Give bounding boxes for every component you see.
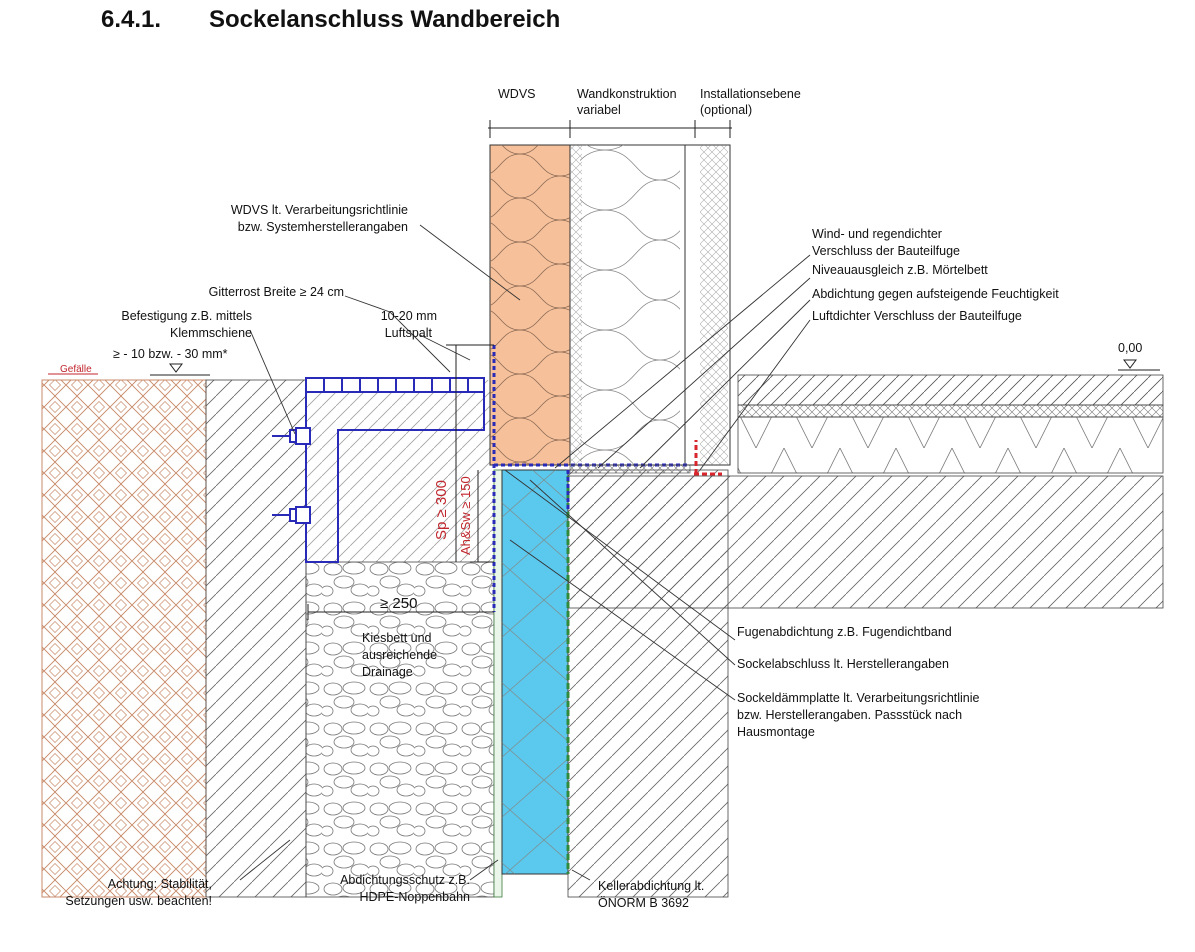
gravel-bed-area bbox=[305, 561, 495, 898]
label-wand-2: variabel bbox=[577, 103, 621, 117]
label-level-00: 0,00 bbox=[1118, 341, 1142, 355]
label-install-2: (optional) bbox=[700, 103, 752, 117]
red-seal bbox=[694, 440, 722, 476]
plinth-insulation-pattern bbox=[502, 470, 568, 874]
label-fugen: Fugenabdichtung z.B. Fugendichtband bbox=[737, 625, 952, 639]
label-wdvs: WDVS bbox=[498, 87, 536, 101]
label-achtung-2: Setzungen usw. beachten! bbox=[65, 894, 212, 908]
sp-dimension-line bbox=[446, 344, 494, 563]
dimension-ah: Ah&Sw ≥ 150 bbox=[458, 476, 473, 555]
label-hdpe-1: Abdichtungsschutz z.B. bbox=[340, 873, 470, 887]
label-befestigung-1: Befestigung z.B. mittels bbox=[121, 309, 252, 323]
label-sockelabschluss: Sockelabschluss lt. Herstellerangaben bbox=[737, 657, 949, 671]
wdvs-insulation-pattern bbox=[490, 145, 570, 465]
label-abdichtung: Abdichtung gegen aufsteigende Feuchtigke… bbox=[812, 287, 1059, 301]
label-gitterrost: Gitterrost Breite ≥ 24 cm bbox=[209, 285, 344, 299]
label-sockeldaemm-1: Sockeldämmplatte lt. Verarbeitungsrichtl… bbox=[737, 691, 980, 705]
section-heading: 6.4.1. Sockelanschluss Wandbereich bbox=[0, 0, 1195, 46]
natural-soil-area bbox=[41, 379, 207, 898]
section-title: Sockelanschluss Wandbereich bbox=[209, 6, 561, 33]
leader-lines bbox=[239, 224, 811, 881]
label-keller-2: ÖNORM B 3692 bbox=[598, 896, 689, 910]
label-kies-1: Kiesbett und bbox=[362, 631, 432, 645]
label-sockeldaemm-2: bzw. Herstellerangaben. Passstück nach bbox=[737, 708, 962, 722]
label-keller-1: Kellerabdichtung lt. bbox=[598, 879, 704, 893]
label-install-1: Installationsebene bbox=[700, 87, 801, 101]
label-befestigung-2: Klemmschiene bbox=[170, 326, 252, 340]
label-niveau: Niveauausgleich z.B. Mörtelbett bbox=[812, 263, 988, 277]
label-wdvs-note-1: WDVS lt. Verarbeitungsrichtlinie bbox=[231, 203, 408, 217]
level-marker-right bbox=[1118, 359, 1160, 371]
label-achtung-1: Achtung: Stabilität, bbox=[108, 877, 212, 891]
label-wdvs-note-2: bzw. Systemherstellerangaben bbox=[238, 220, 408, 234]
label-wind-1: Wind- und regendichter bbox=[812, 227, 942, 241]
clamping-bolt-bottom bbox=[272, 506, 311, 524]
kies-dimension-line bbox=[307, 604, 494, 620]
dimension-kies: ≥ 250 bbox=[380, 595, 417, 612]
wall-construction-pattern bbox=[580, 145, 680, 465]
backfill-area bbox=[205, 379, 307, 898]
level-marker-left bbox=[150, 363, 210, 376]
label-sockeldaemm-3: Hausmontage bbox=[737, 725, 815, 739]
top-dimension-chain bbox=[488, 120, 732, 138]
grating-bars bbox=[323, 378, 469, 392]
label-kies-3: Drainage bbox=[362, 665, 413, 679]
wall-inner-strip bbox=[570, 145, 582, 465]
label-kies-2: ausreichende bbox=[362, 648, 437, 662]
label-wand-1: Wandkonstruktion bbox=[577, 87, 677, 101]
label-hdpe-2: HDPE-Noppenbahn bbox=[360, 890, 471, 904]
grating-frame bbox=[305, 391, 485, 563]
floor-slab bbox=[567, 475, 1164, 609]
floor-footstep-insulation bbox=[737, 404, 1164, 418]
label-luftdicht: Luftdichter Verschluss der Bauteilfuge bbox=[812, 309, 1022, 323]
label-gefaelle-level: ≥ - 10 bzw. - 30 mm* bbox=[113, 347, 228, 361]
installation-layer-pattern bbox=[700, 145, 728, 465]
floor-screed bbox=[737, 374, 1164, 406]
label-luftspalt-1: 10-20 mm bbox=[381, 309, 437, 323]
label-gefaelle: Gefälle bbox=[60, 364, 92, 375]
dimension-sp: Sp ≥ 300 bbox=[433, 480, 450, 540]
section-number: 6.4.1. bbox=[101, 6, 162, 33]
label-wind-2: Verschluss der Bauteilfuge bbox=[812, 244, 960, 258]
mortar-bed bbox=[569, 464, 691, 474]
floor-insulation bbox=[737, 416, 1164, 474]
label-luftspalt-2: Luftspalt bbox=[385, 326, 433, 340]
